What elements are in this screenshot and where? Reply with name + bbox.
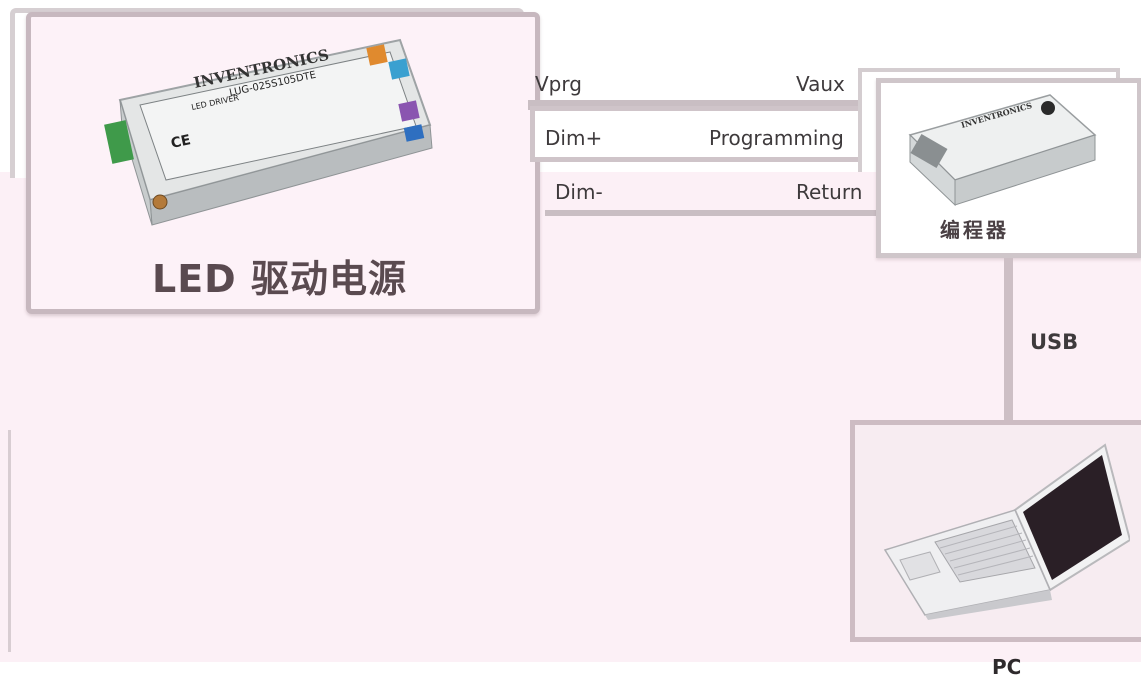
pc-label: PC bbox=[992, 655, 1022, 679]
connection-line-bottom bbox=[545, 210, 880, 216]
bottom-margin bbox=[0, 662, 1141, 684]
connection-box bbox=[530, 106, 870, 162]
left-edge-line bbox=[8, 430, 11, 652]
programmer-label: 编程器 bbox=[940, 218, 1009, 242]
pin-dim-plus: Dim+ bbox=[545, 126, 603, 150]
connection-line-top bbox=[528, 100, 878, 110]
usb-label: USB bbox=[1030, 330, 1079, 354]
pin-return: Return bbox=[796, 180, 863, 204]
pin-programming: Programming bbox=[709, 126, 844, 150]
pin-vprg: Vprg bbox=[535, 72, 582, 96]
pin-vaux: Vaux bbox=[796, 72, 845, 96]
programmer-image: INVENTRONICS bbox=[908, 94, 1097, 207]
pin-dim-minus: Dim- bbox=[555, 180, 603, 204]
ce-mark-icon: CE bbox=[170, 132, 193, 152]
led-driver-image: INVENTRONICS LUG-025S105DTE LED DRIVER C… bbox=[104, 38, 433, 226]
laptop-icon bbox=[883, 443, 1130, 620]
usb-connection-line bbox=[1004, 258, 1013, 420]
driver-title: LED 驱动电源 bbox=[152, 257, 407, 301]
